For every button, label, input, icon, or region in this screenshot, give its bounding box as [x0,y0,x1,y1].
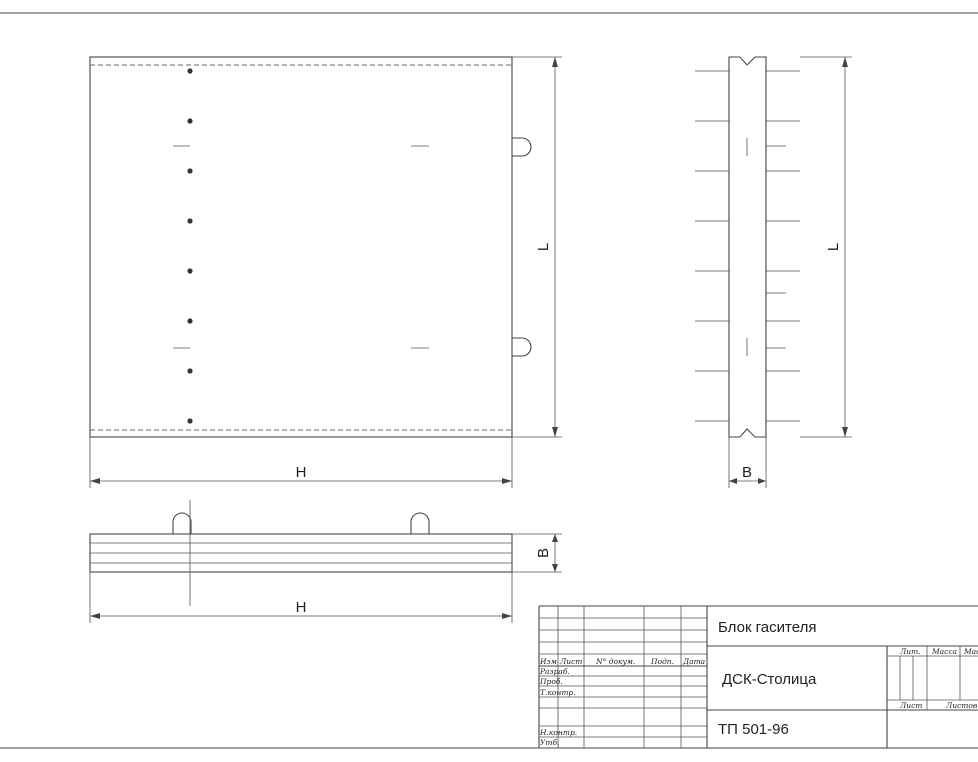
stage-header-scale: Масштаб [963,647,978,656]
height-dimension-label: H [296,464,307,481]
role-approved: Утб. [540,738,560,747]
sheet-label: Лист [899,701,922,710]
side-length-dimension-label: L [825,243,842,251]
hole-marker [187,268,193,274]
stage-header-letter: Лит. [899,647,921,656]
document-code: ТП 501-96 [718,721,789,738]
rev-header-signature: Подп. [650,657,674,666]
top-view-height-dimension: H [89,572,513,623]
hole-marker [187,318,193,324]
side-view-outline [728,56,767,438]
organization-name: ДСК-Столица [722,671,817,688]
top-lifting-loop [172,512,192,534]
rev-header-date: Дата [682,657,705,666]
front-view: L H [89,56,562,488]
side-view-length-dimension: L [800,56,852,438]
rev-header-sheet: Лист [559,657,582,666]
front-view-hole-markers [187,68,193,424]
rev-header-doc-number: N° докум. [595,657,635,666]
top-lifting-loop [410,512,430,534]
side-view: L B [695,56,852,488]
role-tech-control: Т.контр. [540,688,576,697]
hole-marker [187,418,193,424]
hole-marker [187,68,193,74]
side-view-right-ribs [766,70,800,422]
sheets-total-label: Листов [945,701,978,710]
side-view-left-ribs [695,70,729,422]
hole-marker [187,168,193,174]
drawing-title: Блок гасителя [718,619,816,636]
front-view-height-dimension: H [89,437,513,488]
lifting-loop [512,337,532,357]
top-width-dimension-label: B [535,548,552,558]
side-view-width-dimension: B [728,437,767,488]
rev-header-change: Изм [539,657,557,666]
hole-marker [187,218,193,224]
role-norm-control: Н.контр. [539,728,577,737]
front-view-outline [89,56,513,438]
role-checker: Проб. [539,677,563,686]
top-view: B H [89,500,562,623]
top-view-width-dimension: B [512,533,562,573]
front-view-length-dimension: L [512,56,562,438]
role-developer: Разраб. [539,667,570,676]
top-height-dimension-label: H [296,599,307,616]
hole-marker [187,118,193,124]
width-dimension-label: B [742,464,752,481]
length-dimension-label: L [535,243,552,251]
stage-header-mass: Масса [931,647,957,656]
hole-marker [187,368,193,374]
title-block: Изм Лист N° докум. Подп. Дата Разраб. Пр… [538,605,978,748]
lifting-loop [512,137,532,157]
